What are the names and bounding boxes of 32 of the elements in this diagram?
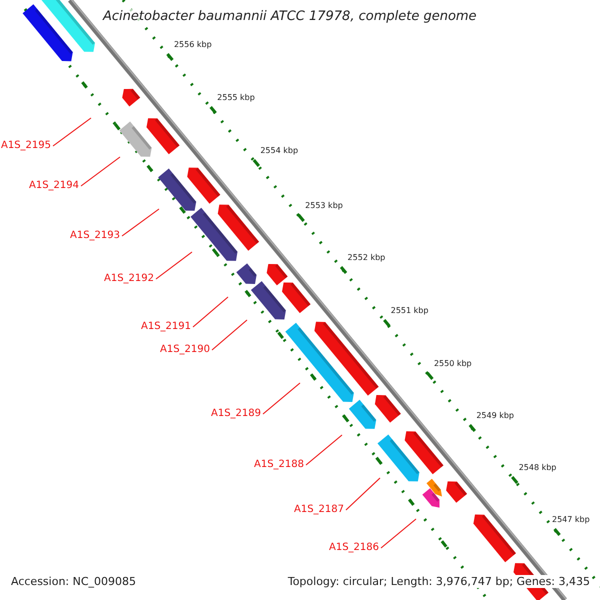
scale-label: 2550 kbp: [434, 360, 472, 368]
scale-label: 2548 kbp: [518, 464, 556, 472]
genome-info-text: Topology: circular; Length: 3,976,747 bp; Genes: 3,435: [286, 575, 592, 588]
gene-label: A1S_2189: [211, 409, 261, 419]
gene-label: A1S_2191: [141, 322, 191, 332]
gene-label: A1S_2186: [329, 543, 379, 553]
leader-line: [192, 296, 228, 328]
scale-label: 2549 kbp: [476, 412, 514, 420]
gene-label: A1S_2190: [160, 345, 210, 355]
gene-label: A1S_2193: [70, 231, 120, 241]
gene-label: A1S_2188: [254, 460, 304, 470]
gene-label: A1S_2195: [1, 141, 51, 151]
leader-line: [80, 156, 120, 186]
leader-line: [262, 382, 300, 414]
leader-line: [380, 518, 416, 548]
scale-label: 2551 kbp: [390, 307, 428, 315]
scale-label: 2556 kbp: [174, 41, 212, 49]
leader-line: [212, 320, 248, 350]
scale-label: 2552 kbp: [348, 254, 386, 262]
leader-line: [306, 434, 342, 466]
gene-label: A1S_2192: [104, 274, 154, 284]
leader-line: [52, 118, 92, 146]
scale-label: 2547 kbp: [552, 516, 590, 524]
leader-line: [156, 252, 192, 280]
scale-label: 2553 kbp: [305, 202, 343, 210]
scale-label: 2554 kbp: [260, 147, 298, 155]
accession-text: Accession: NC_009085: [9, 575, 138, 588]
scale-label: 2555 kbp: [217, 94, 255, 102]
leader-line: [122, 208, 160, 236]
leader-line: [346, 478, 380, 510]
gene-label: A1S_2194: [29, 181, 79, 191]
gene-label: A1S_2187: [294, 505, 344, 515]
